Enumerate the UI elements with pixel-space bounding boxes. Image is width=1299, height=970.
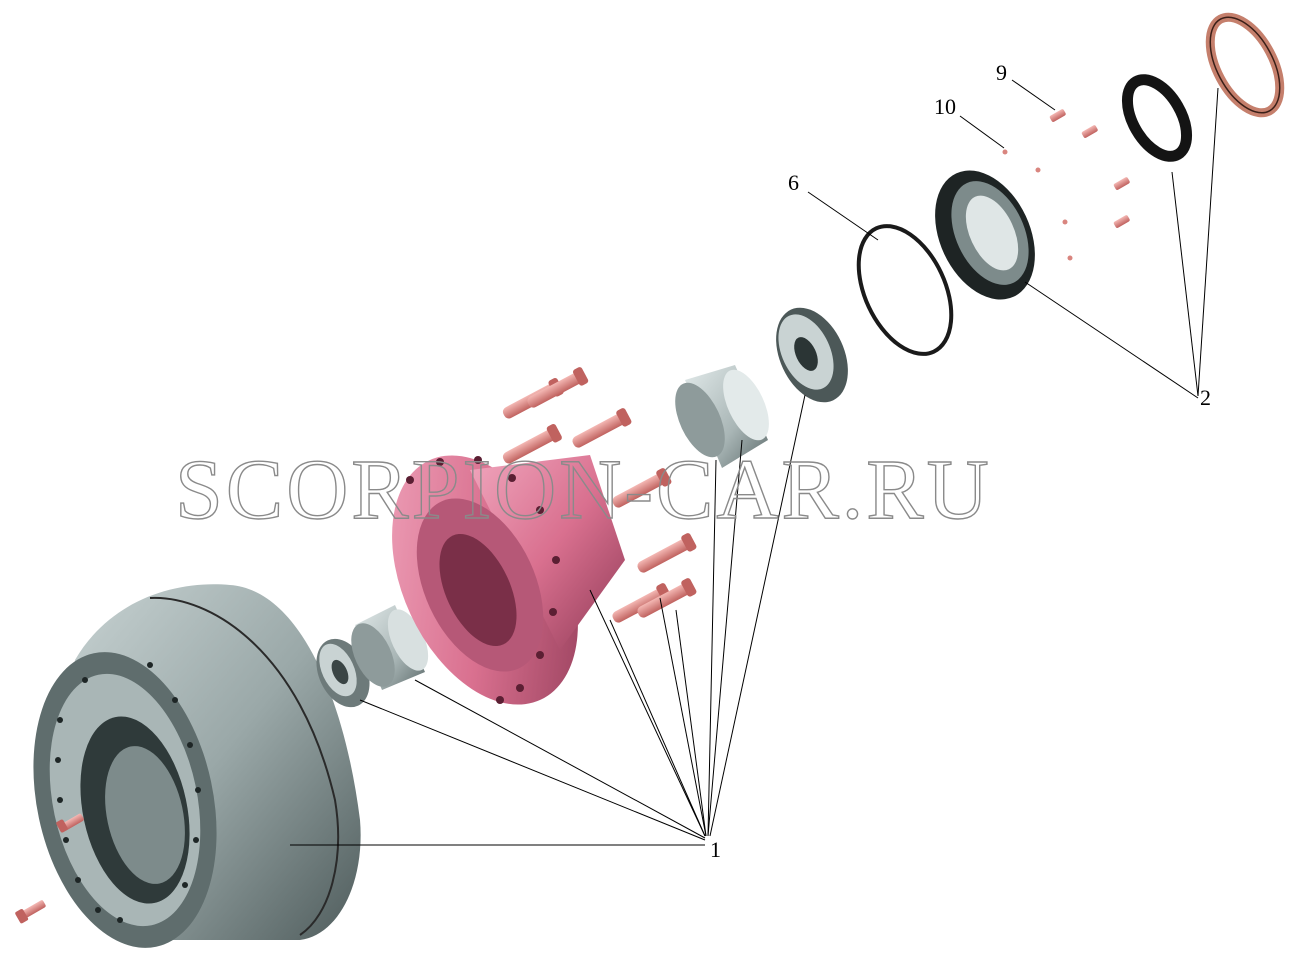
- cover-screws: [1049, 109, 1130, 228]
- lock-washers: [1002, 149, 1073, 261]
- callout-1: 1: [710, 837, 721, 862]
- drum-bolt-upper: [56, 813, 84, 833]
- callout-2: 2: [1200, 385, 1211, 410]
- leader-line-10: [959, 115, 1005, 149]
- wheel-hub: [392, 455, 625, 705]
- leader-lines-1: [290, 394, 806, 846]
- outer-bearing-cone: [776, 307, 848, 403]
- wheel-studs: [502, 367, 697, 623]
- outer-bearing-cup: [675, 365, 769, 468]
- leader-lines-2: [1024, 87, 1219, 399]
- drum-bolt-lower: [15, 900, 46, 924]
- seal-ring: [1121, 74, 1193, 162]
- gasket-ring: [856, 224, 954, 356]
- brake-drum: [33, 584, 361, 948]
- leader-line-9: [1011, 79, 1056, 111]
- callout-10: 10: [934, 94, 956, 119]
- copper-ring: [1205, 12, 1285, 118]
- inner-bearing-cup: [351, 605, 429, 690]
- watermark-text: SCORPION-CAR.RU: [175, 441, 992, 537]
- callout-9: 9: [996, 60, 1007, 85]
- seal-housing: [935, 170, 1035, 300]
- leader-line-6: [807, 191, 879, 241]
- callout-6: 6: [788, 170, 799, 195]
